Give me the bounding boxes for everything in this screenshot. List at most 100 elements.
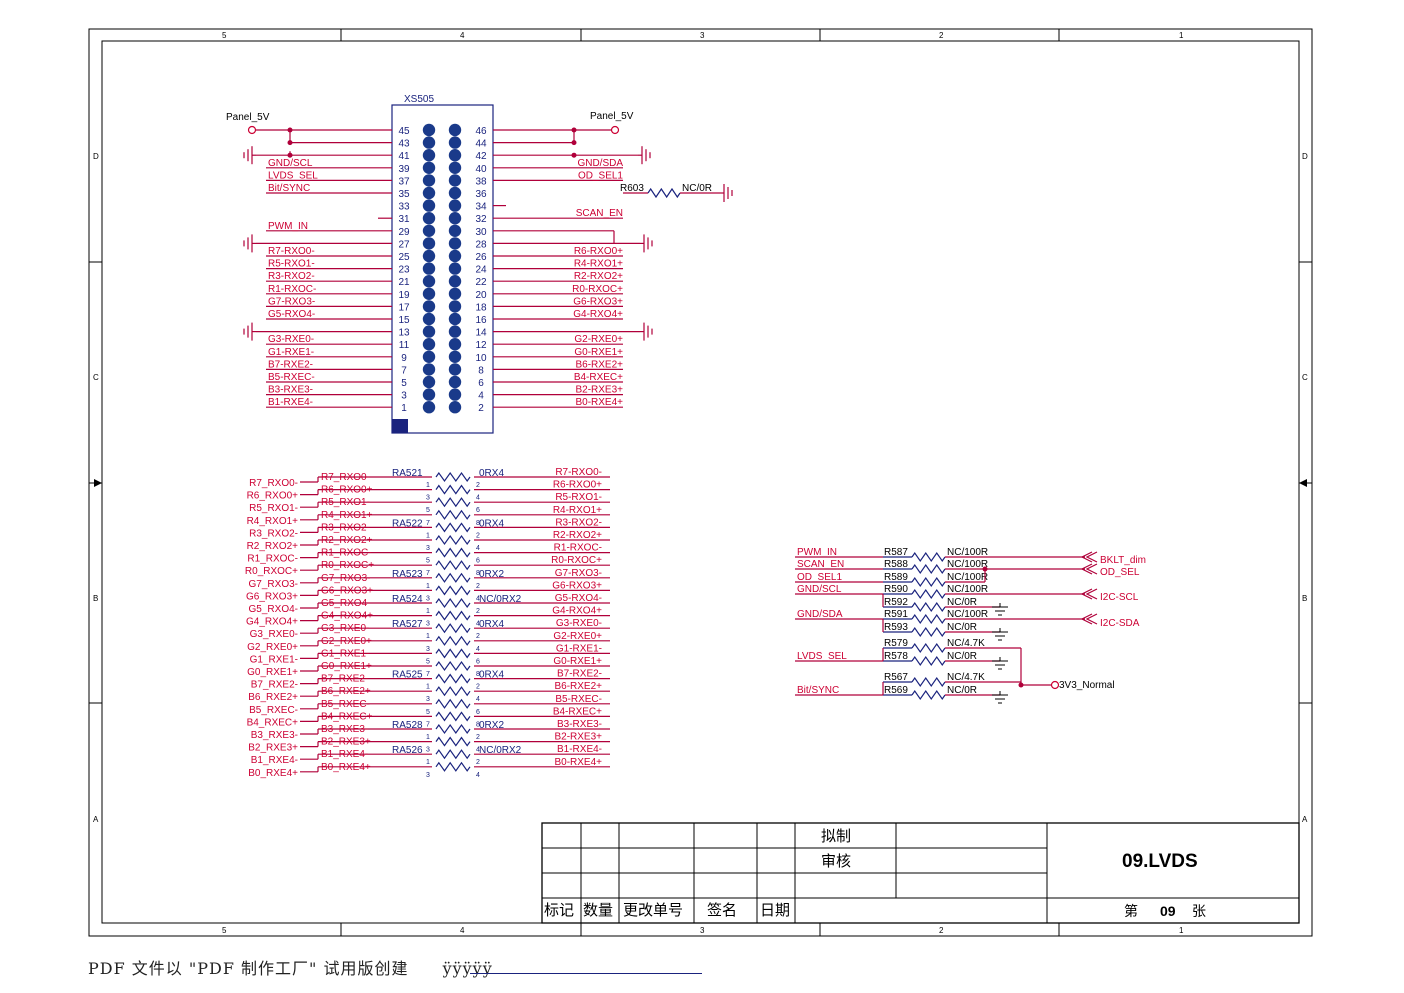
connector-pin-left (422, 186, 436, 200)
connector-pin-right (448, 186, 462, 200)
ra-right-net: G5-RXO4- (555, 593, 602, 604)
ra-value: NC/0RX2 (479, 745, 522, 756)
ra-inner-net: B5_RXEC- (321, 699, 370, 710)
connector-pin-left (422, 275, 436, 288)
row-label-right: C (1302, 373, 1308, 382)
ra-element (435, 585, 471, 596)
ra-right-net: R0-RXOC+ (551, 555, 602, 566)
ra-element (435, 635, 471, 646)
control-ref: R579 (884, 638, 908, 649)
control-value: NC/4.7K (947, 672, 985, 683)
ra-inner-net: R3_RXO2- (321, 522, 370, 533)
ra-outer-net: R2_RXO2+ (247, 541, 299, 552)
ra-inner-net: G7_RXO3- (321, 573, 370, 584)
control-ref: R567 (884, 672, 908, 683)
ra-right-net: G7-RXO3- (555, 568, 602, 579)
row-labels: D C B A D C B A (93, 152, 1308, 824)
ra-inner-net: R6_RXO0+ (321, 485, 373, 496)
ra-right-net: R5-RXO1- (555, 492, 602, 503)
ra-right-net: G1-RXE1- (556, 643, 602, 654)
port-i2c-sda: I2C-SDA (1100, 618, 1140, 629)
ra-pin-left: 7 (426, 671, 430, 678)
connector-pin-right (448, 375, 462, 389)
connector-pin-left (422, 149, 436, 162)
panel-5v-right-terminal (610, 125, 620, 135)
ra-pin-right: 8 (476, 570, 480, 577)
connector-net-right: G2-RXE0+ (574, 334, 623, 345)
footer-link[interactable]: ÿÿÿÿÿ (442, 959, 493, 978)
connector-left-pin-numbers: 4543413937353331292725232119171513119753… (398, 126, 410, 414)
control-resistor (911, 576, 946, 588)
ra-inner-net: B1_RXE4- (321, 749, 368, 760)
ra-value: NC/0RX2 (479, 594, 522, 605)
pin-number-left: 43 (398, 139, 410, 150)
control-ref: R578 (884, 651, 908, 662)
ra-ref: RA521 (392, 468, 423, 479)
ra-value: 0RX4 (479, 619, 504, 630)
ra-outer-net: B0_RXE4+ (248, 768, 298, 779)
ra-element (435, 686, 471, 697)
ground-left-41 (243, 146, 256, 165)
sheet-title: 09.LVDS (1122, 851, 1198, 872)
control-value: NC/0R (947, 622, 977, 633)
pin-number-left: 3 (401, 391, 407, 402)
connector-pins (422, 123, 462, 414)
ra-outer-net: G0_RXE1+ (247, 667, 298, 678)
ground-pin-13-14 (243, 322, 256, 341)
port-arrow (1080, 588, 1098, 600)
connector-net-right: G6-RXO3+ (573, 296, 623, 307)
ra-pin-left: 1 (426, 608, 430, 615)
control-net: LVDS_SEL (797, 651, 847, 662)
pin-number-right: 8 (478, 365, 484, 376)
ra-inner-net: G2_RXE0+ (321, 636, 372, 647)
control-resistor (911, 588, 946, 600)
ra-inner-net: G1_RXE1- (321, 648, 369, 659)
ra-pin-left: 3 (426, 747, 430, 754)
control-net: GND/SDA (797, 609, 843, 620)
ra-inner-net: G5_RXO4- (321, 598, 370, 609)
ra-pin-right: 8 (476, 671, 480, 678)
col-label-top: 2 (939, 31, 944, 40)
row-label-left: B (93, 594, 98, 603)
ra-element (435, 509, 471, 520)
ra-pin-right: 4 (476, 621, 480, 628)
pin-number-right: 34 (475, 202, 487, 213)
title-block: 拟制 审核 标记 数量 更改单号 签名 日期 09.LVDS 第 09 张 (541, 822, 1300, 924)
resistor-array-inner-nets: R7_RXO0-R6_RXO0+R5_RXO1-R4_RXO1+R3_RXO2-… (321, 472, 374, 773)
port-arrow (1080, 551, 1098, 563)
connector-wires (243, 127, 733, 408)
control-value: NC/100R (947, 584, 988, 595)
pin-number-right: 4 (478, 391, 484, 402)
ra-value: 0RX2 (479, 569, 504, 580)
connector-pin-right (448, 338, 462, 351)
pin-number-right: 42 (475, 151, 487, 162)
port-i2c-scl: I2C-SCL (1100, 592, 1139, 603)
connector-net-left: PWM_IN (268, 221, 308, 232)
sheet-number: 09 (1160, 903, 1176, 919)
sheet-prefix: 第 (1124, 903, 1138, 919)
ra-outer-net: G1_RXE1- (250, 654, 298, 665)
ra-right-net: B4-RXEC+ (553, 706, 602, 717)
ground-r569 (992, 691, 1008, 704)
ra-pin-left: 5 (426, 709, 430, 716)
ra-element (435, 610, 471, 621)
connector-pin-left (422, 161, 436, 174)
ra-inner-net: G0_RXE1+ (321, 661, 372, 672)
ra-pin-right: 2 (476, 684, 480, 691)
ra-right-net: R4-RXO1+ (553, 505, 602, 516)
pin-number-right: 12 (475, 340, 487, 351)
ra-ref: RA523 (392, 569, 423, 580)
pin-number-right: 28 (475, 239, 487, 250)
pin-number-right: 20 (475, 290, 487, 301)
ra-pin-right: 6 (476, 658, 480, 665)
ra-pin-left: 5 (426, 507, 430, 514)
connector-pin-right (448, 161, 462, 174)
control-net: Bit/SYNC (797, 685, 839, 696)
connector-net-left: G1-RXE1- (268, 347, 314, 358)
pin-number-left: 39 (398, 164, 410, 175)
control-ref: R590 (884, 584, 908, 595)
ra-pin-right: 2 (476, 583, 480, 590)
ra-element (435, 736, 471, 747)
connector-net-right: G0-RXE1+ (574, 347, 623, 358)
